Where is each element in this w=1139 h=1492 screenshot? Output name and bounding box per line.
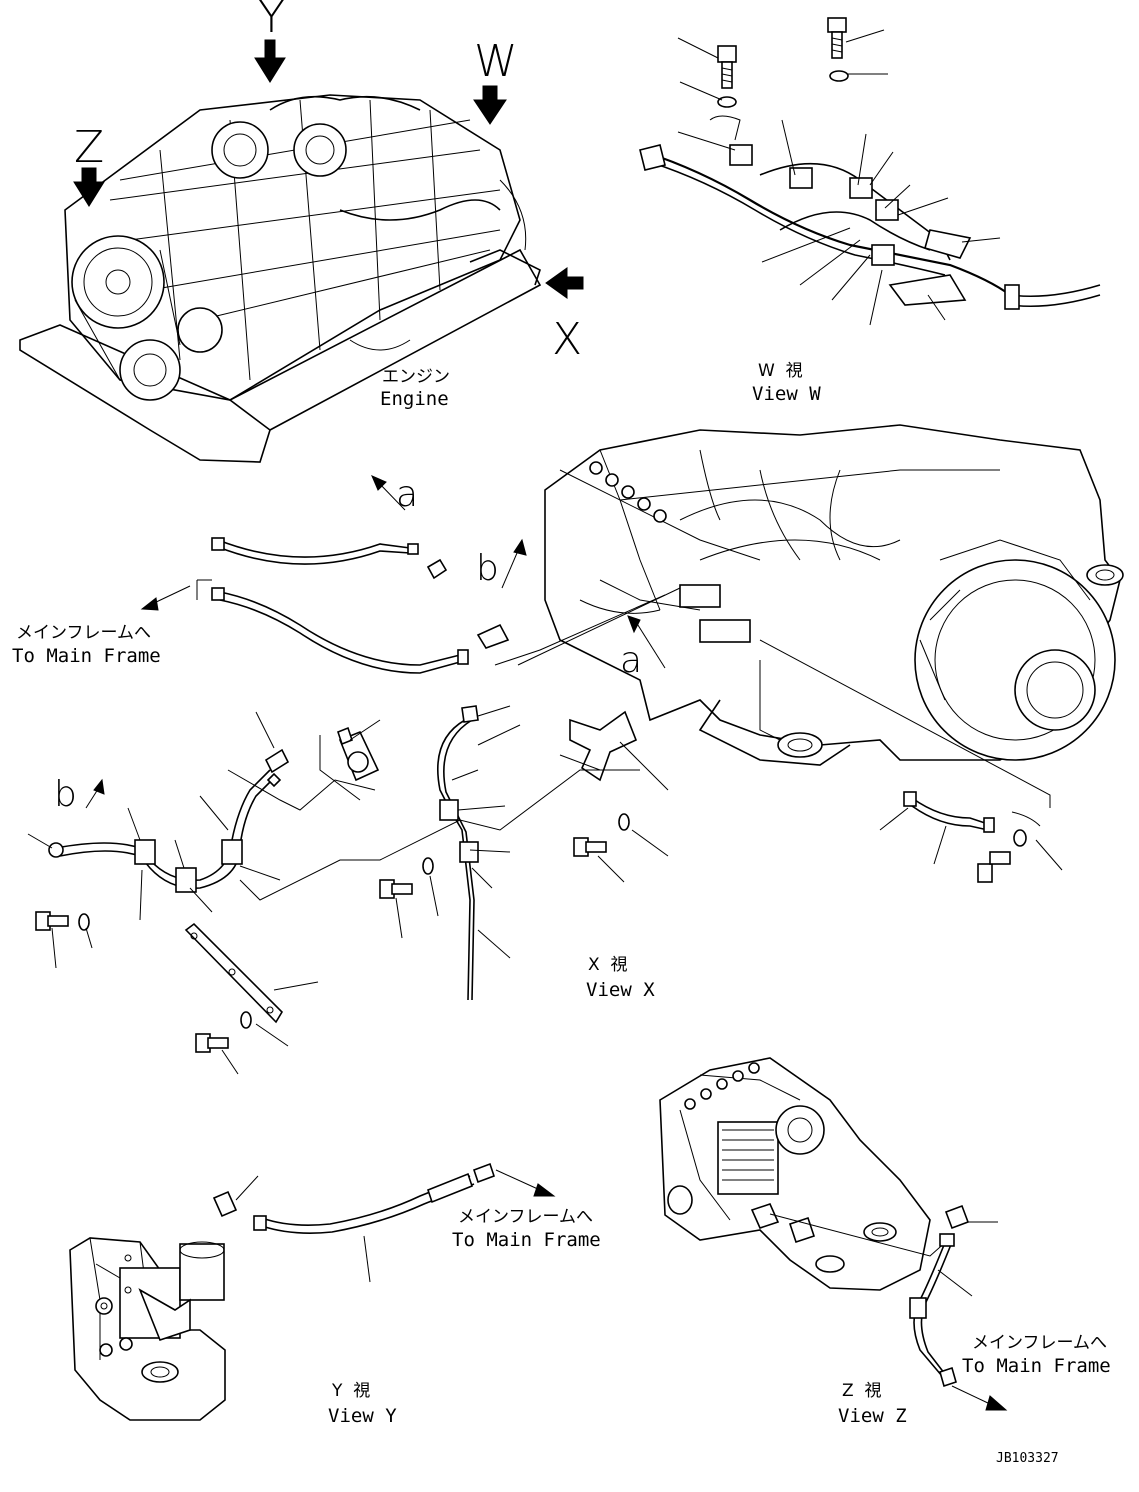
view-y-illustration — [69, 1162, 496, 1421]
view-w-caption-en: View W — [752, 383, 821, 405]
to-main-frame-arrowhead-z-icon — [985, 1395, 1008, 1411]
to-main-frame-arrowhead-y-icon — [533, 1183, 556, 1197]
view-marker-z: Z — [74, 122, 104, 173]
engine-label-en: Engine — [380, 388, 449, 410]
view-z-caption-jp: Z 視 — [842, 1381, 881, 1401]
drawing-number: JB103327 — [996, 1451, 1059, 1466]
to-main-frame-z-jp: メインフレームへ — [972, 1333, 1107, 1353]
engine-label-jp: エンジン — [382, 367, 450, 387]
to-main-frame-left-en: To Main Frame — [12, 645, 161, 667]
view-z-caption-en: View Z — [838, 1405, 907, 1427]
view-w-caption-jp: W 視 — [758, 361, 803, 381]
view-arrow-x-icon — [545, 267, 584, 299]
view-x-caption-jp: X 視 — [588, 955, 627, 975]
view-y-caption-jp: Y 視 — [331, 1381, 370, 1401]
view-arrow-y-icon — [254, 39, 286, 83]
ref-letter-b-upper: b — [476, 548, 499, 589]
view-marker-y: Y — [258, 0, 285, 43]
ref-arrowhead-b-lower — [93, 778, 105, 795]
ref-letter-a-lower: a — [620, 640, 642, 681]
ref-arrow-a-upper — [377, 481, 406, 511]
view-marker-w: W — [474, 36, 518, 87]
to-main-frame-arrow-z — [951, 1385, 991, 1405]
to-main-frame-arrow-y — [495, 1169, 541, 1191]
to-main-frame-y-jp: メインフレームへ — [458, 1207, 593, 1227]
to-main-frame-arrowhead-left-icon — [140, 597, 159, 611]
to-main-frame-y-en: To Main Frame — [452, 1229, 601, 1251]
view-w-illustration — [639, 17, 1101, 326]
to-main-frame-left-jp: メインフレームへ — [16, 623, 151, 643]
view-arrow-w-icon — [473, 85, 507, 125]
view-z-illustration — [659, 1057, 998, 1388]
ref-letter-b-lower: b — [54, 774, 77, 815]
ref-arrowhead-b-upper — [513, 538, 527, 556]
view-y-caption-en: View Y — [328, 1405, 397, 1427]
to-main-frame-arrow-left — [151, 585, 191, 605]
view-marker-x: X — [552, 314, 582, 365]
ref-letter-a-upper: a — [396, 474, 418, 515]
view-x-caption-en: View X — [586, 979, 655, 1001]
view-arrow-z-icon — [73, 167, 105, 207]
to-main-frame-z-en: To Main Frame — [962, 1355, 1111, 1377]
ref-arrowhead-a-upper — [371, 475, 387, 491]
view-x-illustration — [27, 424, 1124, 1075]
engine-illustration — [19, 94, 542, 463]
